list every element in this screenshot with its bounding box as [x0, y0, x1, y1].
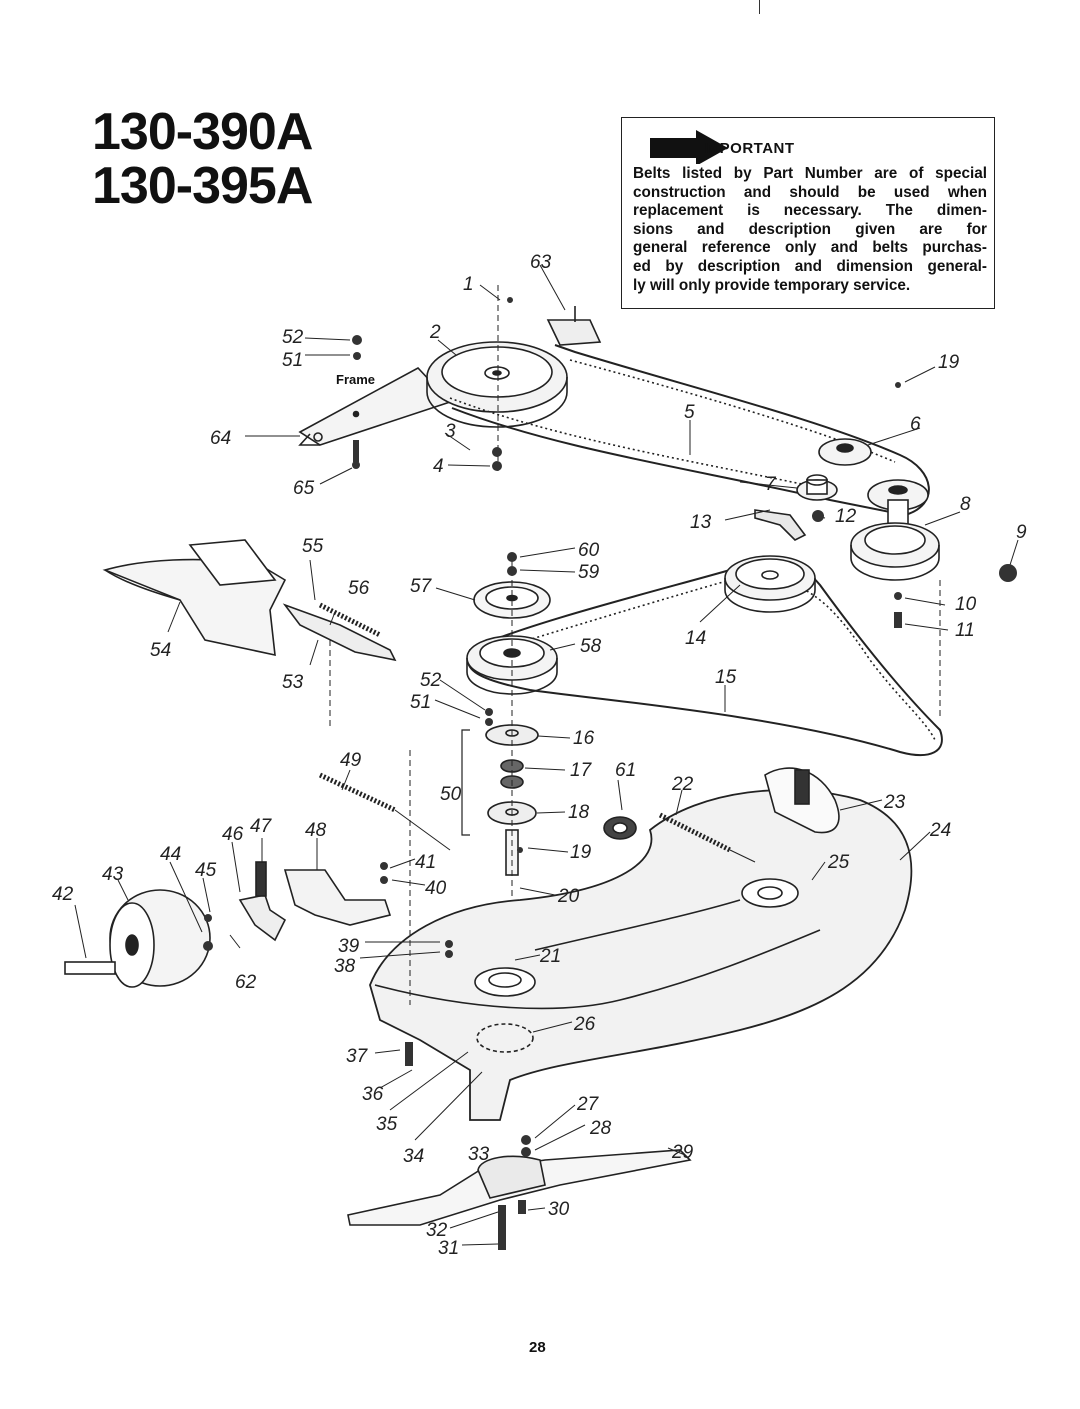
- important-notice-box: IMPORTANT Belts listed by Part Number ar…: [621, 117, 995, 309]
- notice-body: Belts listed by Part Number are of speci…: [633, 165, 987, 295]
- callout-10: 10: [955, 594, 977, 615]
- callout-11: 11: [955, 620, 975, 641]
- callout-57: 57: [410, 576, 433, 597]
- callout-8: 8: [960, 494, 971, 515]
- callout-37: 37: [346, 1046, 369, 1067]
- notice-title: IMPORTANT: [702, 140, 795, 157]
- callout-3: 3: [445, 421, 456, 442]
- notice-line: ed by description and dimension general-: [633, 257, 987, 275]
- callout-56: 56: [348, 578, 370, 599]
- callout-23: 23: [883, 792, 906, 813]
- crop-mark: [759, 0, 760, 14]
- callout-51: 51: [410, 692, 431, 713]
- callout-27: 27: [576, 1094, 600, 1115]
- callout-9: 9: [1016, 522, 1027, 543]
- callout-31: 31: [438, 1238, 459, 1259]
- callout-29: 29: [671, 1142, 694, 1163]
- pulley-14: [724, 555, 816, 613]
- callout-14: 14: [685, 628, 706, 649]
- callout-55: 55: [302, 536, 324, 557]
- callout-35: 35: [376, 1114, 398, 1135]
- callout-60: 60: [578, 540, 600, 561]
- arrow-icon: [650, 130, 728, 164]
- notice-line: general reference only and belts purchas…: [633, 239, 987, 257]
- model-number-2: 130-395A: [92, 157, 313, 215]
- callout-40: 40: [425, 878, 447, 899]
- callout-38: 38: [334, 956, 356, 977]
- idler-pulley-7: [796, 474, 838, 501]
- callout-12: 12: [835, 506, 857, 527]
- callout-33: 33: [468, 1144, 490, 1165]
- callout-42: 42: [52, 884, 74, 905]
- callout-58: 58: [580, 636, 602, 657]
- callout-52-upper: 52: [282, 327, 304, 348]
- callout-18: 18: [568, 802, 590, 823]
- callout-17: 17: [570, 760, 593, 781]
- callout-36: 36: [362, 1084, 384, 1105]
- callout-39: 39: [338, 936, 360, 957]
- callout-24: 24: [929, 820, 951, 841]
- callout-65: 65: [293, 478, 315, 499]
- callout-16: 16: [573, 728, 595, 749]
- callout-15: 15: [715, 667, 737, 688]
- callout-64: 64: [210, 428, 231, 449]
- callout-30: 30: [548, 1199, 570, 1220]
- gauge-wheel: [109, 889, 211, 988]
- callout-22: 22: [671, 774, 694, 795]
- callout-41: 41: [415, 852, 436, 873]
- notice-line: Belts listed by Part Number are of speci…: [633, 165, 987, 182]
- notice-line: sions and description given are for: [633, 220, 987, 238]
- callout-50: 50: [440, 784, 462, 805]
- model-number-1: 130-390A: [92, 103, 313, 161]
- callout-54: 54: [150, 640, 171, 661]
- notice-line: replacement is necessary. The dimen-: [633, 202, 987, 220]
- callout-48: 48: [305, 820, 327, 841]
- callout-43: 43: [102, 864, 124, 885]
- callout-21: 21: [539, 946, 561, 967]
- upper-belt: [451, 344, 930, 517]
- callout-47: 47: [250, 816, 273, 837]
- frame-label: Frame: [336, 372, 375, 387]
- callout-32: 32: [426, 1220, 448, 1241]
- callout-59: 59: [578, 562, 600, 583]
- lower-belt: [466, 560, 943, 756]
- callout-52: 52: [420, 670, 442, 691]
- callout-53: 53: [282, 672, 304, 693]
- callout-26: 26: [573, 1014, 596, 1035]
- mower-deck: [369, 789, 913, 1121]
- callout-46: 46: [222, 824, 244, 845]
- callout-19: 19: [570, 842, 592, 863]
- callout-28: 28: [589, 1118, 612, 1139]
- callout-62: 62: [235, 972, 257, 993]
- callout-45: 45: [195, 860, 217, 881]
- callout-1: 1: [463, 274, 474, 295]
- callout-13: 13: [690, 512, 712, 533]
- callout-51-upper: 51: [282, 350, 303, 371]
- mower-blade: [347, 1149, 692, 1226]
- callout-20: 20: [557, 886, 580, 907]
- idler-pulley-6: [818, 438, 872, 466]
- upper-main-pulley: [426, 341, 568, 428]
- callout-7: 7: [765, 474, 777, 495]
- callout-4: 4: [433, 456, 444, 477]
- double-pulley-8: [850, 479, 940, 581]
- callout-25: 25: [827, 852, 850, 873]
- notice-line: construction and should be used when: [633, 183, 987, 201]
- callout-2: 2: [429, 322, 441, 343]
- callout-6: 6: [910, 414, 921, 435]
- callout-61: 61: [615, 760, 636, 781]
- callout-19-upper: 19: [938, 352, 960, 373]
- page-number: 28: [529, 1339, 546, 1356]
- callout-5: 5: [684, 402, 695, 423]
- callout-49: 49: [340, 750, 362, 771]
- callout-63: 63: [530, 252, 552, 273]
- callout-34: 34: [403, 1146, 424, 1167]
- callout-44: 44: [160, 844, 181, 865]
- notice-line: ly will only provide temporary service.: [633, 276, 911, 294]
